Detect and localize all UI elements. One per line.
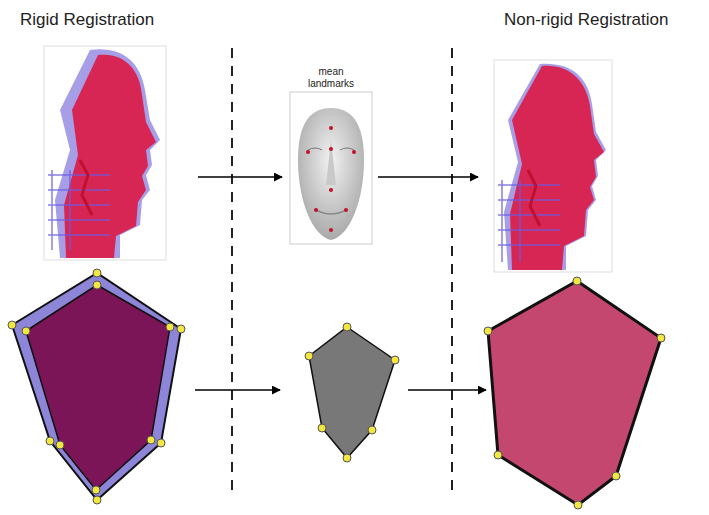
nonrigid-shape bbox=[484, 277, 665, 509]
arrow bbox=[195, 389, 280, 391]
nonrigid-face-scan bbox=[494, 60, 612, 272]
arrow bbox=[408, 389, 486, 391]
panel-caption: mean landmarks bbox=[296, 66, 366, 89]
separator bbox=[231, 48, 233, 492]
mean-face bbox=[290, 92, 372, 244]
rigid-shapes bbox=[8, 269, 185, 504]
mean-shape bbox=[305, 323, 399, 462]
arrow bbox=[198, 176, 282, 178]
rigid-face-scan bbox=[44, 46, 166, 260]
section-title: Non-rigid Registration bbox=[504, 10, 668, 30]
section-title: Rigid Registration bbox=[20, 10, 154, 30]
separator bbox=[451, 48, 453, 492]
arrow bbox=[378, 176, 478, 178]
